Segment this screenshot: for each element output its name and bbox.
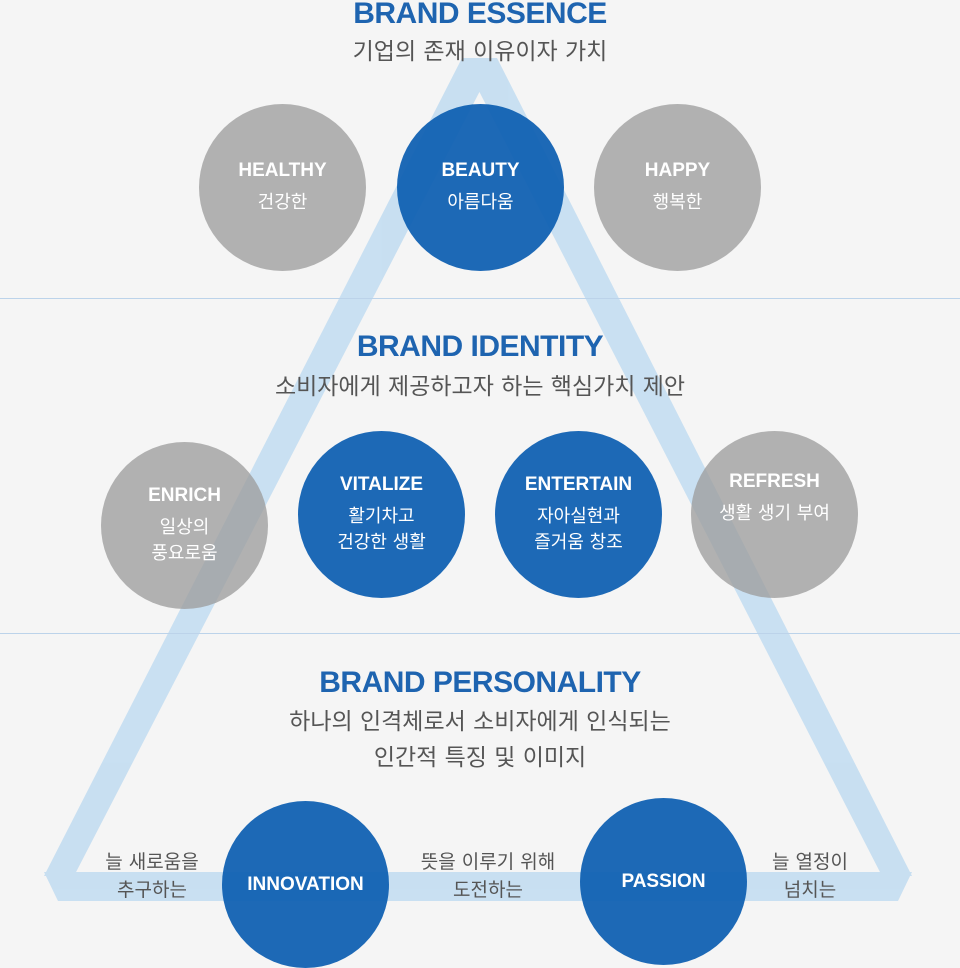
circle-vitalize: VITALIZE 활기차고 건강한 생활 [298, 431, 465, 598]
circle-healthy-en: HEALTHY [238, 159, 327, 181]
circle-entertain: ENTERTAIN 자아실현과 즐거움 창조 [495, 431, 662, 598]
circle-enrich-ko: 일상의 풍요로움 [151, 516, 218, 564]
section-divider-top [0, 298, 960, 299]
brand-personality-subtitle-line2: 인간적 특징 및 이미지 [373, 745, 587, 771]
brand-identity-title: BRAND IDENTITY [356, 330, 604, 363]
triangle-left-edge [44, 58, 497, 876]
brand-identity-subtitle: 소비자에게 제공하고자 하는 핵심가치 제안 [274, 374, 686, 400]
section-divider-bottom [0, 633, 960, 634]
circle-vitalize-ko: 활기차고 건강한 생활 [337, 505, 426, 553]
circle-happy: HAPPY 행복한 [594, 104, 761, 271]
brand-essence-subtitle: 기업의 존재 이유이자 가치 [352, 39, 608, 65]
challenge-description: 뜻을 이루기 위해 도전하는 [420, 851, 556, 901]
circle-refresh-ko: 생활 생기 부여 [719, 503, 830, 524]
circle-happy-ko: 행복한 [652, 191, 703, 213]
brand-personality-subtitle-line1: 하나의 인격체로서 소비자에게 인식되는 [289, 709, 671, 735]
circle-vitalize-en: VITALIZE [339, 473, 424, 495]
triangle-right-edge [462, 58, 912, 876]
brand-essence-title: BRAND ESSENCE [353, 0, 607, 30]
brand-personality-title: BRAND PERSONALITY [319, 666, 641, 699]
circle-refresh: REFRESH 생활 생기 부여 [691, 431, 858, 598]
passion-description: 늘 열정이 넘치는 [772, 851, 848, 901]
innovation-description: 늘 새로움을 추구하는 [105, 851, 199, 901]
circle-innovation-label: INNOVATION [247, 873, 364, 895]
circle-beauty: BEAUTY 아름다움 [397, 104, 564, 271]
circle-refresh-en: REFRESH [729, 471, 820, 492]
circle-passion-label: PASSION [621, 870, 706, 892]
circle-happy-en: HAPPY [644, 159, 711, 181]
circle-healthy-ko: 건강한 [257, 191, 308, 213]
circle-entertain-ko: 자아실현과 즐거움 창조 [534, 505, 623, 553]
circle-beauty-ko: 아름다움 [447, 191, 514, 213]
circle-healthy: HEALTHY 건강한 [199, 104, 366, 271]
circle-entertain-en: ENTERTAIN [524, 473, 633, 495]
circle-beauty-en: BEAUTY [441, 159, 520, 181]
circle-innovation: INNOVATION [222, 801, 389, 968]
circle-passion: PASSION [580, 798, 747, 965]
circle-enrich: ENRICH 일상의 풍요로움 [101, 442, 268, 609]
circle-enrich-en: ENRICH [148, 484, 221, 506]
